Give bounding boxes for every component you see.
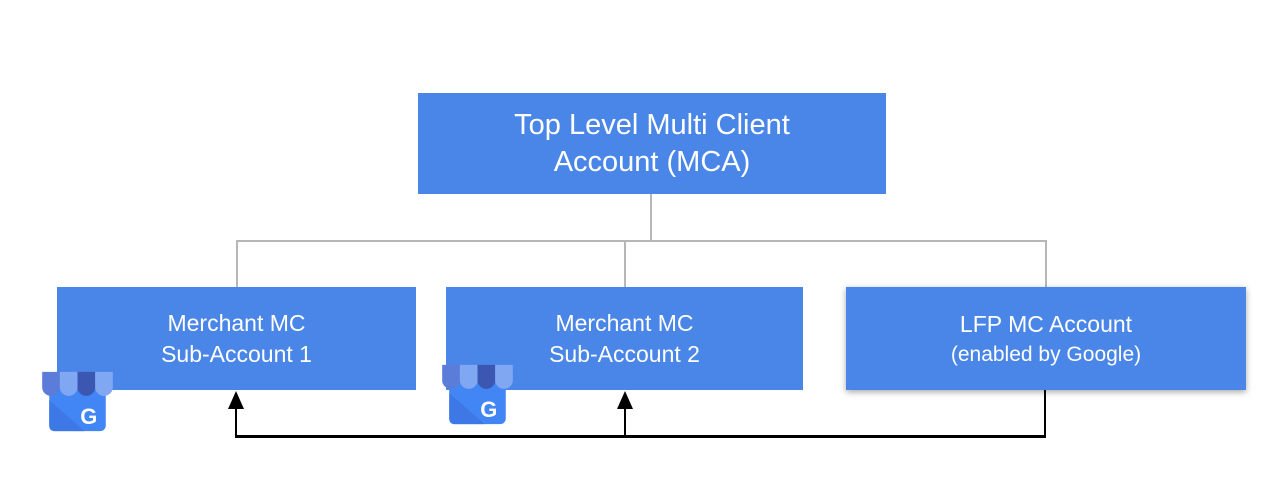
awning-stripe <box>459 364 478 389</box>
connector-drop-lfp <box>1045 240 1047 287</box>
node-label-line: Sub-Account 1 <box>161 340 312 367</box>
node-label-line: (enabled by Google) <box>950 342 1142 366</box>
awning-stripe <box>95 371 113 396</box>
node-label-line: LFP MC Account <box>959 310 1133 337</box>
google-my-business-icon: G <box>442 364 513 425</box>
google-my-business-icon: G <box>42 371 113 432</box>
awning-stripe <box>442 364 460 389</box>
node-merchant-sub-account-1: Merchant MC Sub-Account 1 <box>57 287 416 390</box>
flow-line-to-sub1 <box>235 408 237 437</box>
icon-letter-g: G <box>80 404 97 429</box>
node-label-line: Account (MCA) <box>553 145 751 178</box>
awning-stripe <box>495 364 513 389</box>
flow-line-horizontal <box>235 435 1046 438</box>
node-label-line: Sub-Account 2 <box>549 340 700 367</box>
node-lfp-mc-account: LFP MC Account (enabled by Google) <box>846 287 1246 390</box>
flow-line-to-sub2 <box>624 408 626 437</box>
awning-stripe <box>59 371 78 396</box>
icon-letter-g: G <box>480 397 497 422</box>
connector-stem <box>650 194 652 241</box>
awning-stripe <box>477 364 496 389</box>
connector-rail <box>236 240 1047 242</box>
connector-drop-sub1 <box>236 240 238 287</box>
node-label-line: Merchant MC <box>167 309 306 336</box>
node-label-line: Merchant MC <box>555 309 694 336</box>
node-top-level-mca: Top Level Multi Client Account (MCA) <box>418 93 886 194</box>
node-label-line: Top Level Multi Client <box>514 108 790 141</box>
arrowhead-to-sub2 <box>617 391 633 409</box>
awning-stripe <box>42 371 60 396</box>
awning-stripe <box>77 371 96 396</box>
flow-line-from-lfp <box>1044 390 1046 437</box>
arrowhead-to-sub1 <box>228 391 244 409</box>
connector-drop-sub2 <box>624 240 626 287</box>
